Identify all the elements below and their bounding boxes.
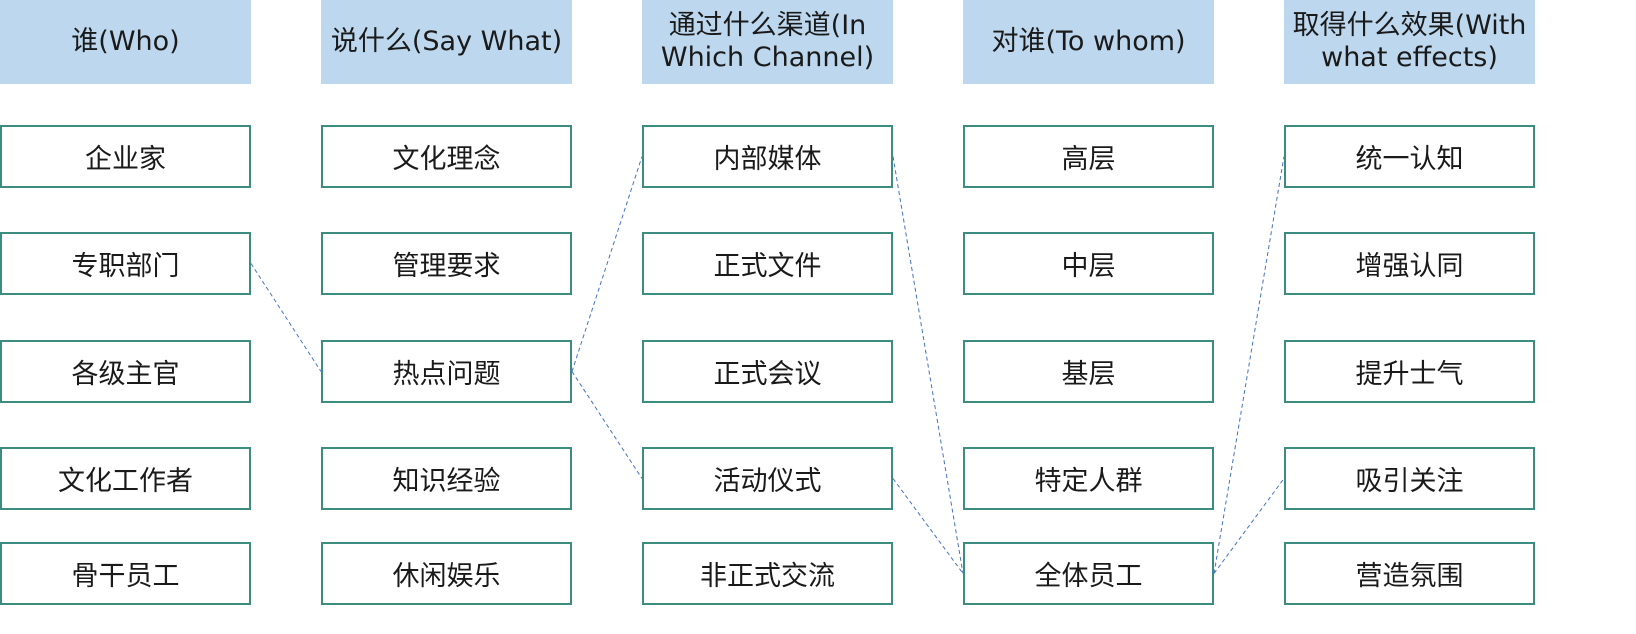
node-4-5: 全体员工 xyxy=(963,542,1214,605)
node-1-1: 企业家 xyxy=(0,125,251,188)
node-3-2: 正式文件 xyxy=(642,232,893,295)
column-header-1: 谁(Who) xyxy=(0,0,251,84)
node-5-2: 增强认同 xyxy=(1284,232,1535,295)
node-5-4: 吸引关注 xyxy=(1284,447,1535,510)
connector-line-2 xyxy=(571,156,643,372)
node-4-2: 中层 xyxy=(963,232,1214,295)
node-1-2: 专职部门 xyxy=(0,232,251,295)
connector-line-6 xyxy=(1213,156,1285,574)
node-4-3: 基层 xyxy=(963,340,1214,403)
node-2-3: 热点问题 xyxy=(321,340,572,403)
column-header-3: 通过什么渠道(In Which Channel) xyxy=(642,0,893,84)
node-4-4: 特定人群 xyxy=(963,447,1214,510)
connector-line-4 xyxy=(892,156,964,574)
node-5-5: 营造氛围 xyxy=(1284,542,1535,605)
column-header-5: 取得什么效果(With what effects) xyxy=(1284,0,1535,84)
connector-line-1 xyxy=(250,263,322,372)
node-2-5: 休闲娱乐 xyxy=(321,542,572,605)
node-5-3: 提升士气 xyxy=(1284,340,1535,403)
node-4-1: 高层 xyxy=(963,125,1214,188)
connector-line-7 xyxy=(1213,478,1285,574)
node-2-1: 文化理念 xyxy=(321,125,572,188)
node-3-1: 内部媒体 xyxy=(642,125,893,188)
connector-line-5 xyxy=(892,478,964,574)
node-3-5: 非正式交流 xyxy=(642,542,893,605)
node-1-3: 各级主官 xyxy=(0,340,251,403)
node-2-4: 知识经验 xyxy=(321,447,572,510)
node-1-4: 文化工作者 xyxy=(0,447,251,510)
column-header-2: 说什么(Say What) xyxy=(321,0,572,84)
connector-line-3 xyxy=(571,371,643,479)
node-5-1: 统一认知 xyxy=(1284,125,1535,188)
node-2-2: 管理要求 xyxy=(321,232,572,295)
node-1-5: 骨干员工 xyxy=(0,542,251,605)
node-3-4: 活动仪式 xyxy=(642,447,893,510)
column-header-4: 对谁(To whom) xyxy=(963,0,1214,84)
node-3-3: 正式会议 xyxy=(642,340,893,403)
